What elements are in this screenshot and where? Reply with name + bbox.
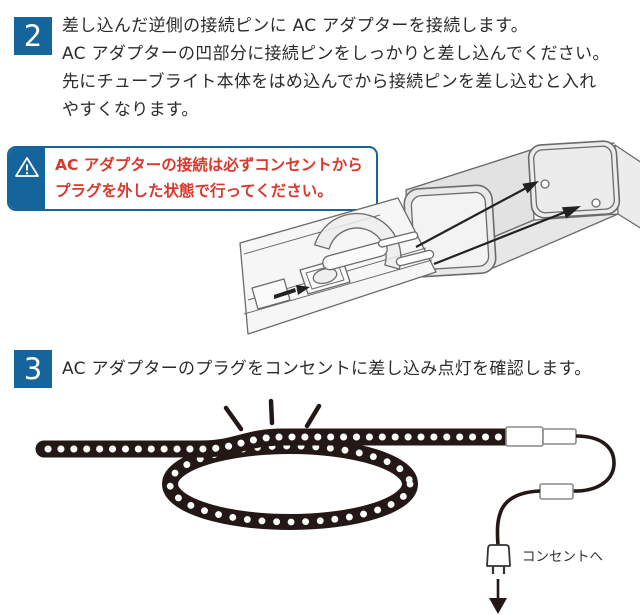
- end-cap-dome: [314, 212, 402, 270]
- warning-line-2: プラグを外した状態で行ってください。: [55, 182, 333, 200]
- insertion-arrows: [415, 181, 581, 266]
- tube-light-strip: [239, 197, 437, 335]
- pin-hole-2: [591, 198, 601, 208]
- step-2-line-3: 先にチューブライト本体をはめ込んでから接続ピンを差し込むと入れ: [62, 72, 597, 92]
- outlet-label: コンセントへ: [522, 549, 603, 565]
- light-rays-icon: [223, 398, 322, 432]
- step-3-badge: 3: [14, 350, 52, 388]
- warning-text: AC アダプターの接続は必ずコンセントから プラグを外した状態で行ってください。: [45, 148, 371, 209]
- step-2-line-2: AC アダプターの凹部分に接続ピンをしっかりと差し込んでください。: [62, 44, 610, 64]
- power-plug: [486, 544, 511, 574]
- cable-connector: [542, 428, 577, 445]
- step-2-line-1: 差し込んだ逆側の接続ピンに AC アダプターを接続します。: [62, 16, 529, 36]
- slide-arrow-icon: [274, 285, 310, 299]
- step-2-line-4: やすくなります。: [62, 100, 199, 120]
- connection-pin-1: [377, 231, 419, 248]
- warning-triangle-icon: [15, 157, 39, 177]
- power-cable: [573, 434, 616, 493]
- rope-light-loop: [162, 438, 418, 530]
- warning-bar: [9, 148, 45, 209]
- power-cable: [495, 489, 541, 546]
- pin-hole-1: [540, 179, 550, 189]
- led-module: [251, 278, 291, 310]
- step-2-text: 差し込んだ逆側の接続ピンに AC アダプターを接続します。 AC アダプターの凹…: [62, 12, 610, 124]
- inline-transformer: [539, 483, 574, 500]
- connection-pin-2: [395, 249, 435, 267]
- rope-light-strip: [35, 428, 517, 458]
- warning-box: AC アダプターの接続は必ずコンセントから プラグを外した状態で行ってください。: [7, 146, 378, 211]
- down-arrow-icon: [489, 579, 507, 614]
- step-3-text: AC アダプターのプラグをコンセントに差し込み点灯を確認します。: [62, 355, 592, 383]
- warning-line-1: AC アダプターの接続は必ずコンセントから: [55, 156, 363, 174]
- figure-adapter-connection: [239, 140, 640, 335]
- figure-tube-light-lit: コンセントへ: [35, 398, 616, 614]
- ac-adapter-box: [403, 140, 640, 278]
- pin-connector-bar: [322, 241, 388, 271]
- step-3-line-1: AC アダプターのプラグをコンセントに差し込み点灯を確認します。: [62, 359, 592, 379]
- step-2-badge: 2: [14, 17, 52, 55]
- end-connector: [505, 426, 544, 447]
